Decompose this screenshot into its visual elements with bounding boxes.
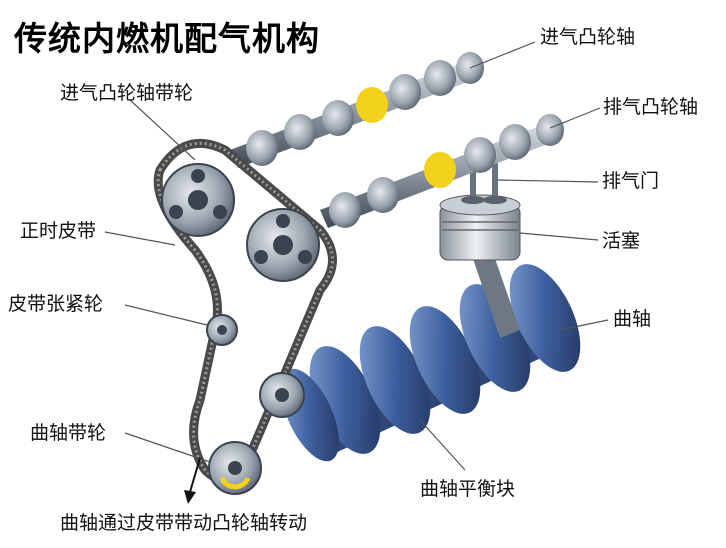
leader-intake-camshaft: [469, 41, 536, 69]
caption: 曲轴通过皮带带动凸轮轴转动: [60, 512, 308, 534]
leader-exhaust-valve: [497, 179, 599, 183]
leader-crank-pulley: [124, 432, 211, 463]
leader-belt-tensioner: [124, 304, 208, 326]
belt-tensioner: [206, 314, 238, 346]
intake-cam-pulley: [161, 163, 235, 237]
label-timing-belt: 正时皮带: [20, 220, 97, 242]
exhaust-cam-pulley: [246, 208, 320, 282]
crank-counterweights: [280, 264, 581, 462]
leader-intake-cam-pulley: [129, 99, 196, 161]
crank-pulley: [208, 441, 262, 495]
leader-piston: [519, 232, 599, 241]
leader-exhaust-camshaft: [549, 107, 601, 129]
label-piston: 活塞: [602, 230, 641, 252]
label-intake-cam-pulley: 进气凸轮轴带轮: [60, 82, 194, 104]
label-crank-counterweight: 曲轴平衡块: [420, 478, 516, 500]
label-crank-pulley: 曲轴带轮: [30, 422, 107, 444]
label-intake-camshaft: 进气凸轮轴: [540, 26, 636, 48]
exhaust-valve: [461, 150, 507, 204]
exhaust-camshaft: [320, 114, 564, 228]
piston: [439, 194, 521, 261]
leader-counterweight: [419, 419, 466, 471]
connecting-rod: [470, 250, 520, 338]
label-exhaust-camshaft: 排气凸轮轴: [603, 96, 699, 118]
leader-timing-belt: [104, 231, 176, 246]
leader-crankshaft: [559, 319, 609, 331]
diagram-title: 传统内燃机配气机构: [14, 19, 320, 58]
idler-pulley: [259, 372, 305, 418]
label-belt-tensioner: 皮带张紧轮: [8, 293, 104, 315]
label-crankshaft: 曲轴: [613, 308, 652, 330]
rotation-arrow: [184, 457, 201, 504]
intake-camshaft: [230, 52, 484, 168]
label-exhaust-valve: 排气门: [602, 170, 660, 192]
leader-lines: [104, 41, 609, 471]
crankshaft: [280, 264, 581, 462]
